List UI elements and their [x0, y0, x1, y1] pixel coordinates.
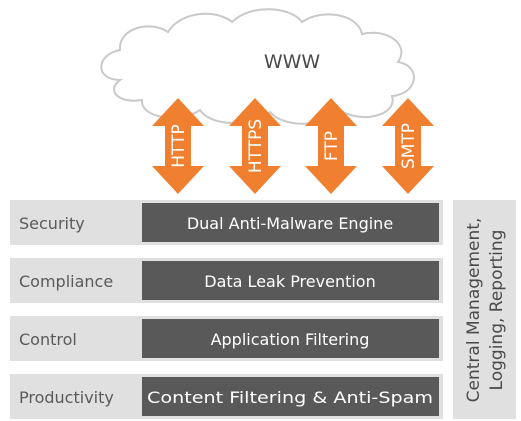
row-feature-label: Data Leak Prevention: [204, 272, 375, 291]
row-feature-label: Content Filtering & Anti-Spam: [147, 388, 433, 407]
cloud-label: WWW: [264, 51, 321, 73]
layer-row-productivity: Productivity Content Filtering & Anti-Sp…: [10, 374, 443, 419]
double-arrow-icon: [152, 98, 204, 194]
feature-box: [142, 319, 439, 358]
protocol-label-smtp: SMTP: [399, 123, 419, 169]
layer-row-control: Control Application Filtering: [10, 316, 443, 361]
side-panel-line-1: Central Management,: [464, 218, 484, 403]
row-category-label: Security: [19, 214, 85, 233]
feature-box: [142, 377, 439, 416]
feature-box: [142, 261, 439, 300]
protocol-label-https: HTTPS: [246, 119, 266, 173]
row-feature-label: Application Filtering: [211, 330, 370, 349]
protocol-label-ftp: FTP: [322, 131, 342, 161]
side-panel-background: [453, 200, 516, 419]
protocol-arrows: HTTP HTTPS FTP SMTP: [152, 98, 434, 194]
double-arrow-icon: [305, 98, 357, 194]
double-arrow-icon: [382, 98, 434, 194]
row-feature-label: Dual Anti-Malware Engine: [187, 214, 393, 233]
protocol-arrow-smtp: SMTP: [382, 98, 434, 194]
www-cloud: WWW: [100, 8, 415, 125]
protocol-arrow-https: HTTPS: [229, 98, 281, 194]
protocol-arrow-http: HTTP: [152, 98, 204, 194]
management-side-panel: Central Management, Logging, Reporting: [453, 200, 516, 419]
side-panel-line-2: Logging, Reporting: [487, 230, 507, 391]
double-arrow-icon: [229, 98, 281, 194]
row-category-label: Compliance: [19, 272, 113, 291]
cloud-shape: [100, 8, 415, 125]
layer-rows: Security Dual Anti-Malware Engine Compli…: [10, 200, 443, 419]
protocol-arrow-ftp: FTP: [305, 98, 357, 194]
protocol-label-http: HTTP: [169, 124, 189, 168]
layer-row-security: Security Dual Anti-Malware Engine: [10, 200, 443, 245]
feature-box: [142, 203, 439, 242]
row-category-label: Control: [19, 330, 77, 349]
layer-row-compliance: Compliance Data Leak Prevention: [10, 258, 443, 303]
row-category-label: Productivity: [19, 388, 114, 407]
